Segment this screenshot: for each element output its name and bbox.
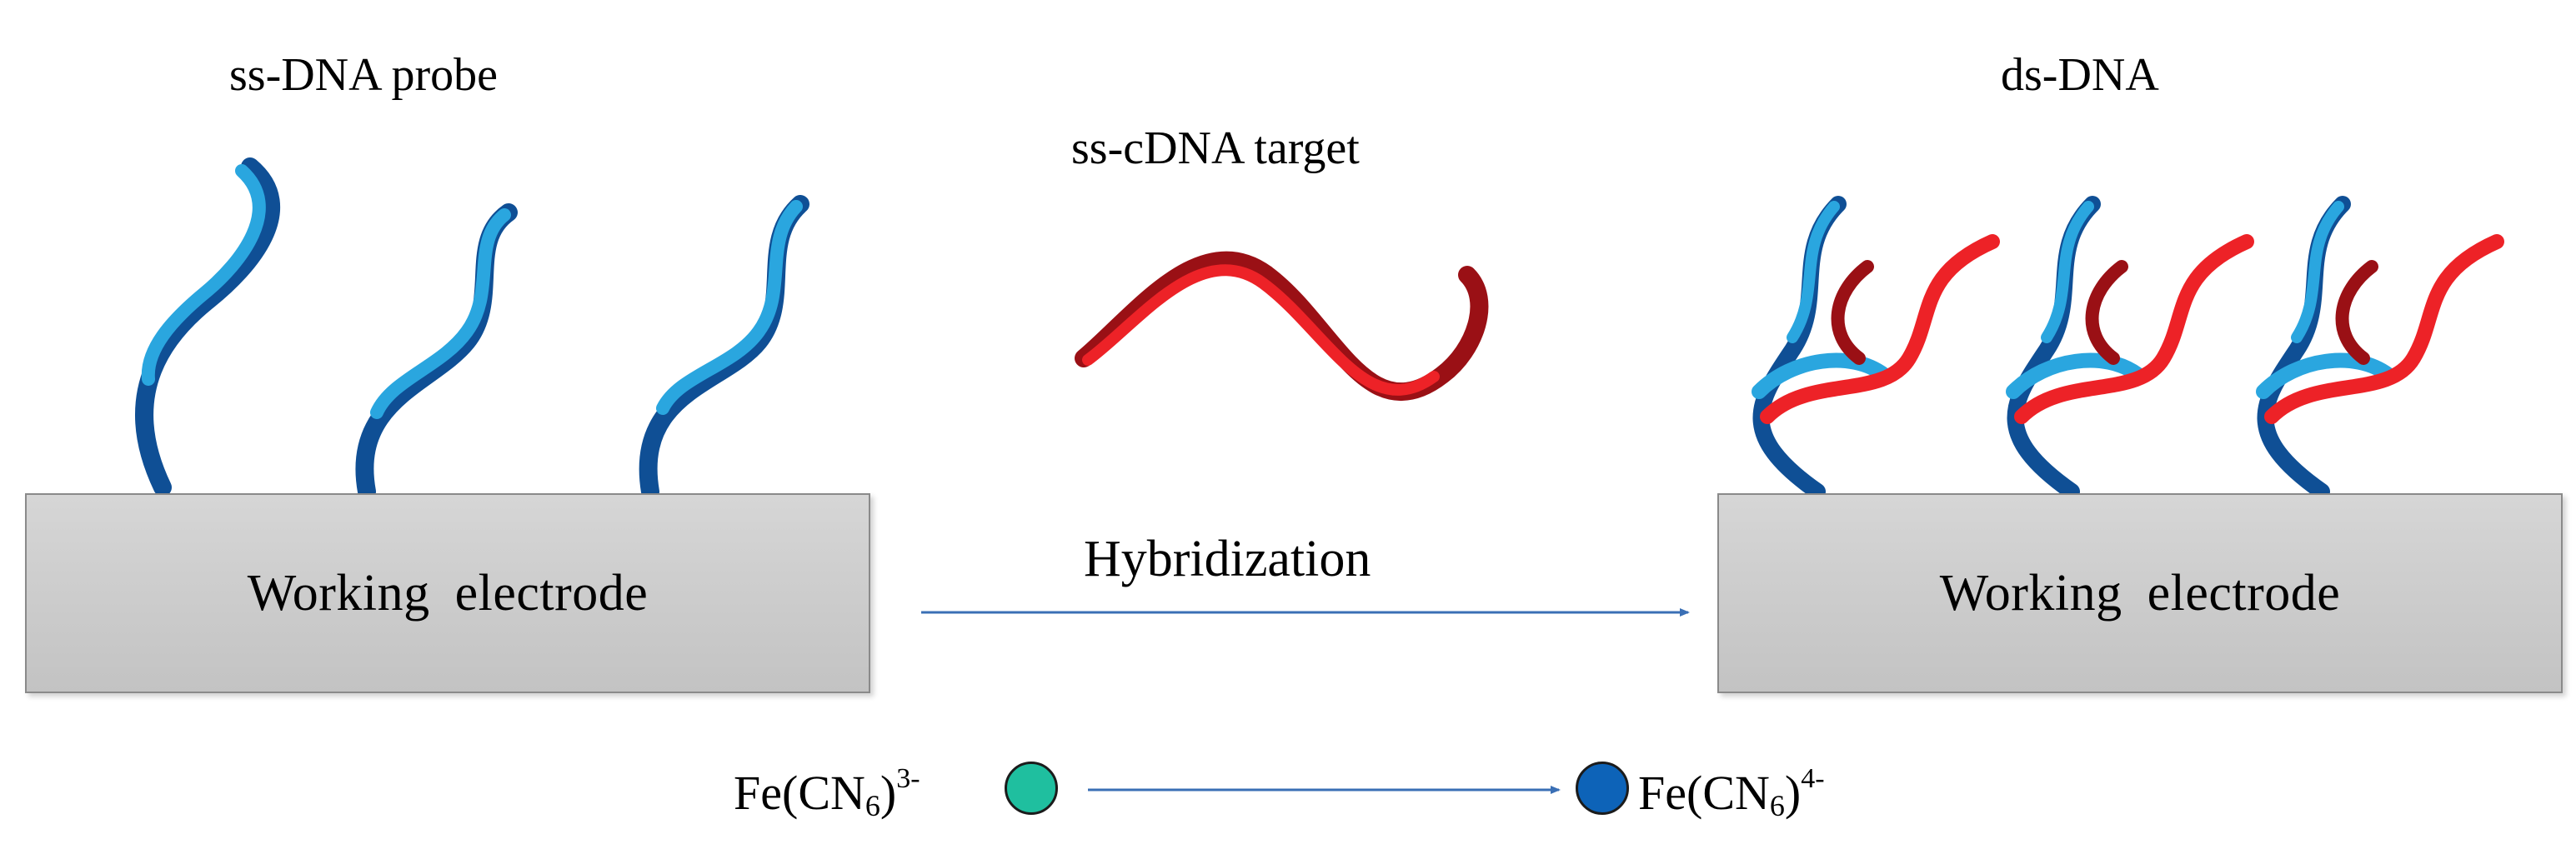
reduced-charge: 4- xyxy=(1801,763,1825,794)
reduced-species-label: Fe(CN6)4- xyxy=(1638,763,1825,822)
oxidized-species-dot xyxy=(1005,762,1058,815)
oxidized-suffix: ) xyxy=(880,766,897,820)
left-working-electrode: Working electrode xyxy=(25,493,870,693)
right-electrode-label: Working electrode xyxy=(1939,564,2341,622)
probe-strand-3 xyxy=(639,195,809,501)
target-label: ss-cDNA target xyxy=(1071,122,1360,174)
duplex-label: ds-DNA xyxy=(2001,49,2159,101)
reduced-prefix: Fe(CN xyxy=(1638,766,1770,820)
hybridization-label: Hybridization xyxy=(1084,531,1371,587)
oxidized-species-label: Fe(CN6)3- xyxy=(734,763,920,822)
oxidized-charge: 3- xyxy=(896,763,920,794)
reduced-subscript: 6 xyxy=(1769,789,1785,822)
duplex-helix-3 xyxy=(2256,196,2504,500)
oxidized-subscript: 6 xyxy=(865,789,880,822)
probe-label: ss-DNA probe xyxy=(229,49,498,101)
oxidized-prefix: Fe(CN xyxy=(734,766,865,820)
duplex-helix-1 xyxy=(1752,196,2000,500)
probe-strand-1 xyxy=(135,157,281,497)
left-electrode-label: Working electrode xyxy=(247,564,649,622)
right-working-electrode: Working electrode xyxy=(1717,493,2563,693)
reduced-species-dot xyxy=(1576,762,1629,815)
reduced-suffix: ) xyxy=(1784,766,1802,820)
target-strand xyxy=(1075,251,1489,402)
probe-strand-2 xyxy=(355,203,518,501)
duplex-helix-2 xyxy=(2006,196,2254,500)
